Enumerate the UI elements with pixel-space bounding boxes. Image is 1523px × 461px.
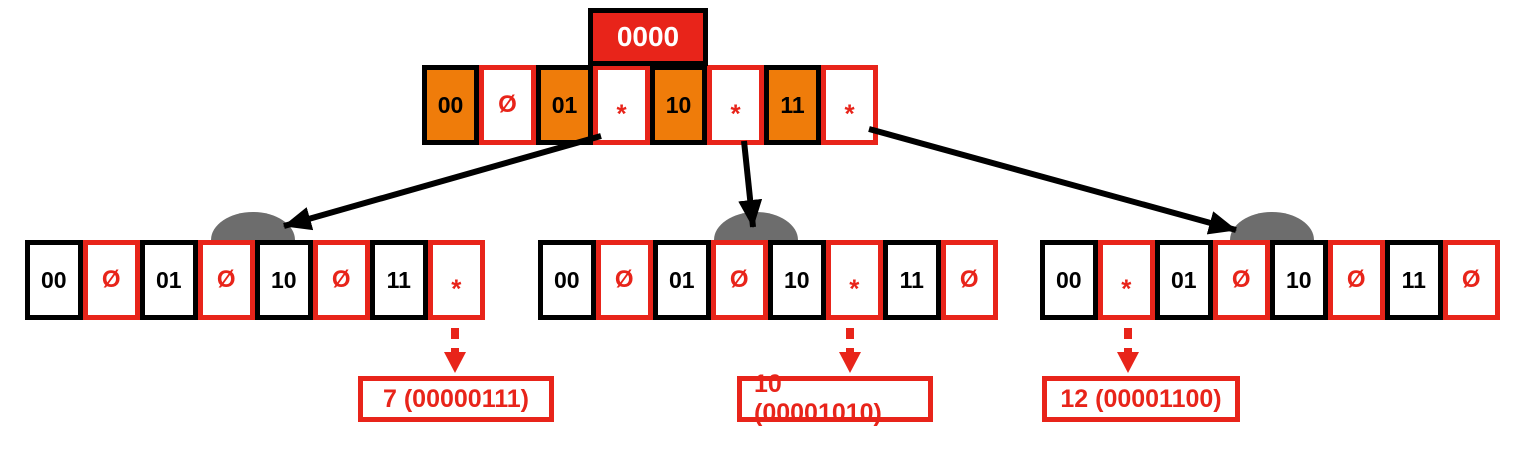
cell-key-10: 10	[255, 240, 313, 320]
cell-label: Ø	[1346, 266, 1366, 293]
leaf-value-box-middle: 10 (00001010)	[737, 370, 933, 427]
root-key-box: 0000	[588, 8, 708, 66]
cell-key-00: 00	[1040, 240, 1098, 320]
cell-empty-slot: Ø	[82, 240, 140, 320]
leaf-value-box-right: 12 (00001100)	[1042, 376, 1240, 422]
cell-key-01: 01	[536, 65, 593, 145]
cell-key-10: 10	[768, 240, 826, 320]
cell-label: 10	[1285, 266, 1312, 293]
cell-label: 11	[899, 266, 924, 293]
cell-empty-slot: Ø	[1212, 240, 1270, 320]
entry-arc-left	[211, 212, 295, 240]
value-arrow-left	[444, 328, 466, 373]
entry-arc-middle	[714, 212, 798, 240]
cell-key-11: 11	[370, 240, 428, 320]
cell-label: Ø	[1461, 266, 1481, 293]
cell-empty-slot: Ø	[1327, 240, 1385, 320]
cell-key-11: 11	[883, 240, 941, 320]
cell-pointer-slot: *	[825, 240, 883, 320]
cell-label: 00	[553, 266, 580, 293]
leaf-value-label: 12 (00001100)	[1060, 384, 1222, 413]
cell-key-11: 11	[1385, 240, 1443, 320]
cell-label: 10	[270, 266, 297, 293]
cell-label: 11	[1401, 266, 1426, 293]
cell-pointer-slot: *	[707, 65, 764, 145]
cell-key-11: 11	[764, 65, 821, 145]
cell-pointer-slot: *	[593, 65, 650, 145]
cell-key-10: 10	[1270, 240, 1328, 320]
cell-empty-slot: Ø	[1442, 240, 1500, 320]
cell-pointer-slot: *	[821, 65, 878, 145]
pointer-arrow-middle	[738, 140, 763, 228]
cell-label: Ø	[331, 266, 351, 293]
cell-label: 10	[665, 91, 692, 118]
cell-label: 01	[155, 266, 182, 293]
cell-label: 01	[551, 91, 578, 118]
cell-label: Ø	[498, 91, 517, 118]
cell-empty-slot: Ø	[710, 240, 768, 320]
cell-label: Ø	[729, 266, 749, 293]
root-node-row: 00 Ø 01 * 10 * 11 *	[422, 65, 878, 145]
cell-key-00: 00	[422, 65, 479, 145]
entry-arc-right	[1230, 212, 1314, 240]
cell-key-00: 00	[25, 240, 83, 320]
cell-key-01: 01	[653, 240, 711, 320]
leaf-value-label: 7 (00000111)	[383, 384, 529, 413]
child-node-middle: 00 Ø 01 Ø 10 * 11 Ø	[538, 240, 998, 320]
value-arrow-middle	[839, 328, 861, 373]
cell-pointer-slot: *	[427, 240, 485, 320]
cell-empty-slot: Ø	[479, 65, 536, 145]
cell-label: 01	[1170, 266, 1197, 293]
cell-label: 00	[40, 266, 67, 293]
cell-label: 11	[386, 266, 411, 293]
cell-label: *	[1121, 272, 1132, 303]
cell-pointer-slot: *	[1097, 240, 1155, 320]
cell-label: Ø	[216, 266, 236, 293]
cell-label: *	[616, 97, 627, 128]
value-arrow-right	[1117, 328, 1139, 373]
cell-label: 01	[668, 266, 695, 293]
cell-label: *	[451, 272, 462, 303]
cell-empty-slot: Ø	[940, 240, 998, 320]
cell-empty-slot: Ø	[312, 240, 370, 320]
cell-label: 00	[1055, 266, 1082, 293]
cell-label: 00	[437, 91, 464, 118]
cell-label: Ø	[614, 266, 634, 293]
cell-label: *	[849, 272, 860, 303]
cell-label: *	[844, 97, 855, 128]
cell-label: Ø	[1231, 266, 1251, 293]
leaf-value-box-left: 7 (00000111)	[358, 376, 554, 422]
cell-key-01: 01	[1155, 240, 1213, 320]
cell-label: 10	[783, 266, 810, 293]
cell-key-10: 10	[650, 65, 707, 145]
cell-key-00: 00	[538, 240, 596, 320]
root-key-label: 0000	[616, 21, 680, 52]
cell-label: *	[730, 97, 741, 128]
pointer-arrow-left	[283, 133, 602, 231]
cell-empty-slot: Ø	[595, 240, 653, 320]
child-node-right: 00 * 01 Ø 10 Ø 11 Ø	[1040, 240, 1500, 320]
pointer-arrow-right	[868, 126, 1237, 235]
cell-empty-slot: Ø	[197, 240, 255, 320]
cell-label: Ø	[101, 266, 121, 293]
cell-label: Ø	[959, 266, 979, 293]
leaf-value-label: 10 (00001010)	[754, 370, 882, 427]
cell-label: 11	[780, 91, 805, 118]
child-node-left: 00 Ø 01 Ø 10 Ø 11 *	[25, 240, 485, 320]
cell-key-01: 01	[140, 240, 198, 320]
